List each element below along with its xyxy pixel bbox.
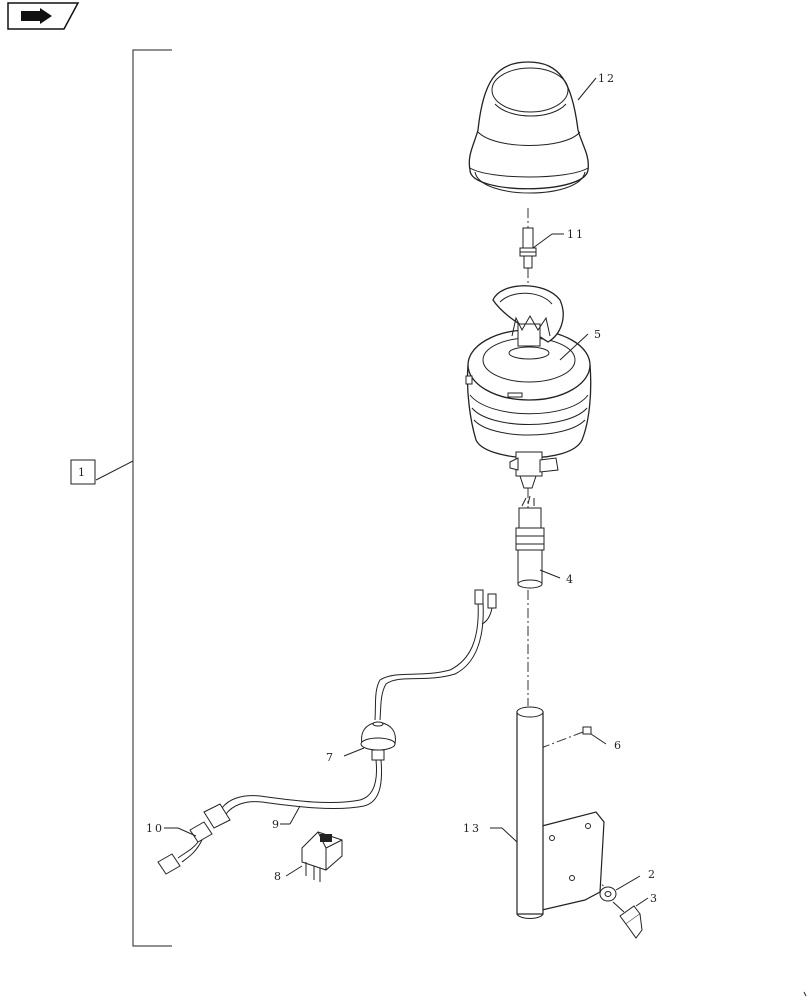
arrow-next-icon xyxy=(21,8,52,24)
washer xyxy=(599,886,617,902)
adapter-sleeve xyxy=(515,495,545,589)
mounting-pole xyxy=(516,706,605,919)
svg-text:2: 2 xyxy=(648,868,657,881)
callout-1: 1 xyxy=(78,466,87,479)
callout-10: 10 xyxy=(146,822,197,837)
callout-9: 9 xyxy=(272,805,301,831)
rocker-switch xyxy=(301,831,343,882)
callout-12: 12 xyxy=(577,72,616,101)
svg-text:7: 7 xyxy=(326,751,335,764)
callout-3: 3 xyxy=(635,892,659,907)
callout-2: 2 xyxy=(615,868,657,891)
svg-text:13: 13 xyxy=(463,822,481,835)
callout-5: 5 xyxy=(559,328,603,361)
svg-text:9: 9 xyxy=(272,818,281,831)
callout-4: 4 xyxy=(539,569,575,586)
callout-1-box: 1 xyxy=(70,459,96,485)
nav-next-button[interactable] xyxy=(7,2,80,30)
callout-8: 8 xyxy=(274,865,303,883)
assembly-bracket xyxy=(95,49,172,947)
callout-6: 6 xyxy=(590,733,623,752)
grommet xyxy=(360,721,396,761)
connector-adapter xyxy=(157,803,231,875)
svg-text:3: 3 xyxy=(650,892,659,905)
svg-text:12: 12 xyxy=(598,72,616,85)
callout-11: 11 xyxy=(532,228,585,249)
svg-text:4: 4 xyxy=(566,573,575,586)
bolt xyxy=(612,901,643,939)
bulb xyxy=(519,227,537,269)
callout-7: 7 xyxy=(326,747,365,764)
callout-13: 13 xyxy=(463,822,518,843)
svg-text:11: 11 xyxy=(567,228,585,241)
svg-text:5: 5 xyxy=(594,328,603,341)
set-screw xyxy=(582,726,592,735)
svg-text:6: 6 xyxy=(614,739,623,752)
svg-text:8: 8 xyxy=(274,870,283,883)
corner-mark xyxy=(803,991,807,997)
cable-harness xyxy=(221,589,497,815)
dome-lens xyxy=(468,61,589,194)
svg-text:10: 10 xyxy=(146,822,164,835)
beacon-base xyxy=(465,285,592,489)
